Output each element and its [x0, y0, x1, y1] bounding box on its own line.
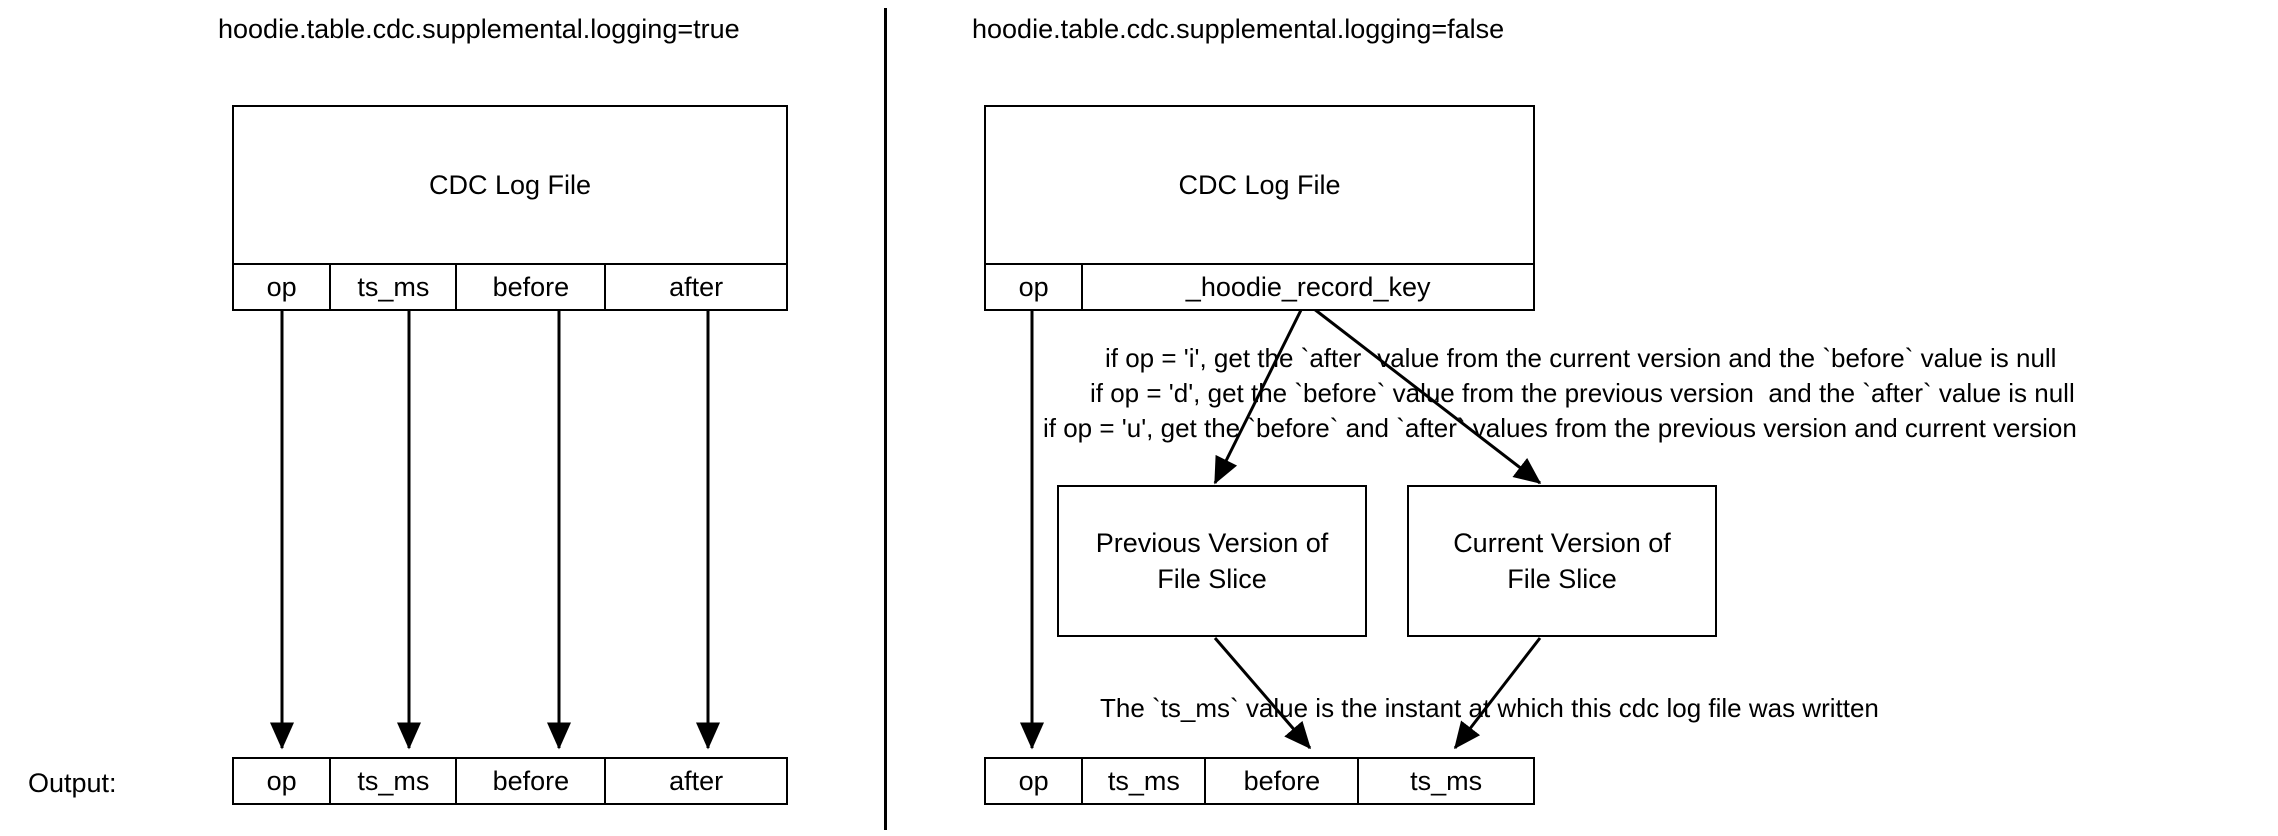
current-version-of-file-slice-box: Current Version of File Slice [1407, 485, 1717, 637]
right-cdc-columns-row: op _hoodie_record_key [984, 263, 1535, 311]
left-cdc-log-file-label: CDC Log File [428, 169, 592, 200]
left-panel-title: hoodie.table.cdc.supplemental.logging=tr… [218, 14, 740, 44]
right-output-column-ts-ms-1: ts_ms [1083, 759, 1207, 803]
previous-version-of-file-slice-box: Previous Version of File Slice [1057, 485, 1367, 637]
left-cdc-column-after-label: after [669, 271, 724, 302]
left-cdc-column-before-label: before [492, 271, 570, 302]
left-cdc-column-op-label: op [266, 271, 297, 302]
right-cdc-log-file-box: CDC Log File [984, 105, 1535, 265]
left-cdc-column-before: before [457, 265, 607, 309]
left-output-column-after: after [606, 759, 786, 803]
left-output-column-ts-ms-label: ts_ms [357, 765, 430, 796]
right-output-column-op-label: op [1018, 765, 1049, 796]
current-version-label: Current Version of File Slice [1453, 527, 1671, 594]
rule-line-3: if op = 'u', get the `before` and `after… [1043, 413, 2077, 443]
right-output-column-op: op [986, 759, 1084, 803]
right-cdc-column-op: op [986, 265, 1084, 309]
output-label: Output: [28, 768, 117, 798]
right-output-column-before-label: before [1243, 765, 1321, 796]
left-output-column-op: op [234, 759, 332, 803]
left-cdc-column-ts-ms-label: ts_ms [357, 271, 430, 302]
left-output-row: op ts_ms before after [232, 757, 788, 805]
right-output-column-ts-ms-2-label: ts_ms [1410, 765, 1483, 796]
right-output-column-ts-ms-1-label: ts_ms [1107, 765, 1180, 796]
right-cdc-column-op-label: op [1018, 271, 1049, 302]
left-output-column-after-label: after [669, 765, 724, 796]
ts-ms-note: The `ts_ms` value is the instant at whic… [1100, 693, 1879, 723]
rule-line-1: if op = 'i', get the `after` value from … [1105, 343, 2057, 373]
right-cdc-column-hoodie-record-key-label: _hoodie_record_key [1185, 271, 1431, 302]
right-output-row: op ts_ms before ts_ms [984, 757, 1535, 805]
left-output-column-before: before [457, 759, 607, 803]
left-cdc-log-file-box: CDC Log File [232, 105, 788, 265]
left-output-column-ts-ms: ts_ms [331, 759, 458, 803]
panel-divider [884, 8, 887, 830]
left-cdc-column-ts-ms: ts_ms [331, 265, 458, 309]
left-cdc-column-op: op [234, 265, 332, 309]
right-output-column-ts-ms-2: ts_ms [1359, 759, 1534, 803]
rule-line-2: if op = 'd', get the `before` value from… [1090, 378, 2075, 408]
right-cdc-log-file-label: CDC Log File [1178, 169, 1341, 200]
previous-version-label: Previous Version of File Slice [1095, 527, 1329, 594]
left-cdc-column-after: after [606, 265, 786, 309]
left-cdc-columns-row: op ts_ms before after [232, 263, 788, 311]
left-output-column-before-label: before [492, 765, 570, 796]
left-panel-arrows [270, 302, 720, 750]
right-output-column-before: before [1206, 759, 1360, 803]
right-panel-title: hoodie.table.cdc.supplemental.logging=fa… [972, 14, 1505, 44]
left-output-column-op-label: op [266, 765, 297, 796]
right-cdc-column-hoodie-record-key: _hoodie_record_key [1083, 265, 1533, 309]
